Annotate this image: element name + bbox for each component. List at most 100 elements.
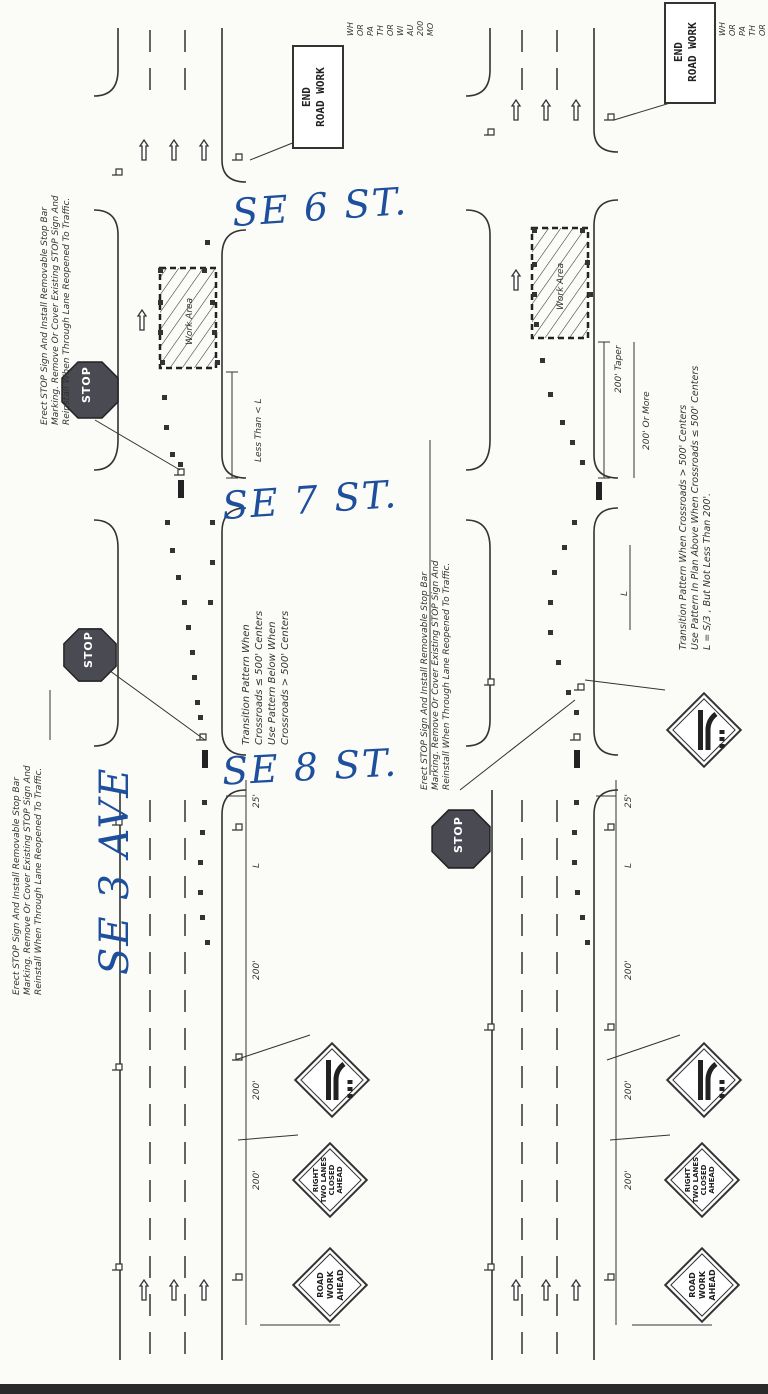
work-area-left xyxy=(158,266,218,370)
note-line: L = S/3 , But Not Less Than 200'. xyxy=(702,492,713,650)
stop-note-top: Erect STOP Sign And Install Removable St… xyxy=(40,195,73,425)
sign-line: AHEAD xyxy=(336,1166,344,1194)
note-line: Reinstall When Through Lane Reopened To … xyxy=(34,767,44,995)
right-road-edge-west-2 xyxy=(465,209,491,471)
channelizing-device xyxy=(566,690,571,695)
note-line: Transition Pattern When xyxy=(241,624,252,745)
channelizing-device xyxy=(212,330,217,335)
end-road-work-sign-2: END ROAD WORK xyxy=(664,2,716,104)
right-road-edge-west-1 xyxy=(465,28,491,97)
right-lanes-closed-sign-2 xyxy=(663,1141,741,1219)
channelizing-device xyxy=(532,292,537,297)
channelizing-device xyxy=(170,452,175,457)
road-work-ahead-sign-1 xyxy=(291,1246,369,1324)
note-line: Erect STOP Sign And Install Removable St… xyxy=(420,572,430,790)
work-area-right xyxy=(530,226,590,340)
channelizing-device xyxy=(198,860,203,865)
lane-drop-sign-2 xyxy=(665,1041,743,1119)
note-line: Erect STOP Sign And Install Removable St… xyxy=(12,777,22,995)
sign-line: CLOSED xyxy=(328,1164,336,1196)
clipped-note-right: WH OR PA TH OR WI AU MO OF xyxy=(718,22,768,36)
channelizing-device xyxy=(190,650,195,655)
channelizing-device xyxy=(534,322,539,327)
channelizing-device xyxy=(200,915,205,920)
channelizing-device xyxy=(548,630,553,635)
sign-line: ROAD xyxy=(688,1272,697,1298)
stop-sign-2 xyxy=(63,628,117,682)
channelizing-device xyxy=(178,462,183,467)
channelizing-device xyxy=(186,625,191,630)
channelizing-device xyxy=(198,715,203,720)
sign-line: AHEAD xyxy=(336,1269,345,1301)
sign-line: END xyxy=(672,42,685,62)
channelizing-device xyxy=(588,292,593,297)
left-road-edge-east-3 xyxy=(221,507,247,756)
channelizing-device xyxy=(210,520,215,525)
left-road-edge-east-4 xyxy=(221,789,247,1360)
dim-200-left-1: 200' xyxy=(252,960,262,980)
stop-sign-1-text: STOP xyxy=(80,366,93,403)
note-line: Marking. Remove Or Cover Existing STOP S… xyxy=(51,195,61,425)
handwritten-se-8-st: SE 8 ST. xyxy=(220,740,400,794)
road-work-ahead-sign-2-text: ROAD WORK AHEAD xyxy=(688,1265,718,1305)
clip-line: TH xyxy=(748,25,757,36)
channelizing-device xyxy=(192,675,197,680)
note-line: Marking. Remove Or Cover Existing STOP S… xyxy=(23,765,33,995)
end-road-work-sign-1: END ROAD WORK xyxy=(292,45,344,149)
note-line: Crossroads > 500' Centers xyxy=(280,610,291,745)
channelizing-device xyxy=(158,300,163,305)
dim-200-left-2: 200' xyxy=(252,1080,262,1100)
sign-line: ROAD xyxy=(316,1272,325,1298)
right-road-edge-west-3 xyxy=(465,519,491,747)
stop-sign-3-text: STOP xyxy=(452,816,465,853)
right-road-edge-east-3 xyxy=(593,507,619,756)
handwritten-se-3-ave: SE 3 AVE xyxy=(92,766,138,975)
end-road-work-text-1: END ROAD WORK xyxy=(300,59,328,135)
channelizing-device xyxy=(195,700,200,705)
dim-200-right-2: 200' xyxy=(624,1080,634,1100)
channelizing-device xyxy=(205,940,210,945)
road-work-ahead-sign-2 xyxy=(663,1246,741,1324)
sign-line: AHEAD xyxy=(708,1269,717,1301)
left-road-edge-west-3 xyxy=(93,519,119,747)
taper-label: 200' Taper xyxy=(614,345,624,393)
work-area-label-right: Work Area xyxy=(556,262,566,310)
or-more-label: 200' Or More xyxy=(642,391,652,450)
channelizing-device xyxy=(572,520,577,525)
work-area-label-left: Work Area xyxy=(185,297,195,345)
scan-border xyxy=(0,1384,768,1394)
channelizing-device xyxy=(165,520,170,525)
road-work-ahead-sign-1-text: ROAD WORK AHEAD xyxy=(316,1265,346,1305)
channelizing-device xyxy=(208,600,213,605)
transition-note-left: Transition Pattern When Crossroads ≤ 500… xyxy=(240,611,292,745)
right-lanes-closed-sign-2-text: RIGHT TWO LANES CLOSED AHEAD xyxy=(684,1155,716,1205)
clip-line: OR xyxy=(728,24,737,36)
channelizing-device xyxy=(158,330,163,335)
right-road-edge-east-2 xyxy=(593,199,619,479)
stop-sign-3 xyxy=(431,809,491,869)
lane-drop-sign-3 xyxy=(665,691,743,769)
clip-line: OR xyxy=(386,24,395,36)
channelizing-device xyxy=(585,260,590,265)
right-lanes-closed-sign-1-text: RIGHT TWO LANES CLOSED AHEAD xyxy=(312,1155,344,1205)
left-road-edge-east-1 xyxy=(221,28,247,183)
clip-line: WH xyxy=(346,22,355,36)
channelizing-device xyxy=(548,392,553,397)
channelizing-device xyxy=(532,262,537,267)
note-line: Transition Pattern When Crossroads > 500… xyxy=(678,404,689,650)
channelizing-device xyxy=(575,890,580,895)
channelizing-device xyxy=(170,548,175,553)
channelizing-device xyxy=(162,395,167,400)
clip-line: WI xyxy=(396,25,405,36)
clip-line: PA xyxy=(738,26,747,36)
stop-note-right: Erect STOP Sign And Install Removable St… xyxy=(420,560,453,790)
dim-200-left-3: 200' xyxy=(252,1170,262,1190)
left-road-edge-west-1 xyxy=(93,28,119,97)
channelizing-device xyxy=(574,800,579,805)
channelizing-device xyxy=(160,360,165,365)
clip-line: PA xyxy=(366,26,375,36)
clip-line: TH xyxy=(376,25,385,36)
sign-line: RIGHT xyxy=(312,1167,320,1193)
